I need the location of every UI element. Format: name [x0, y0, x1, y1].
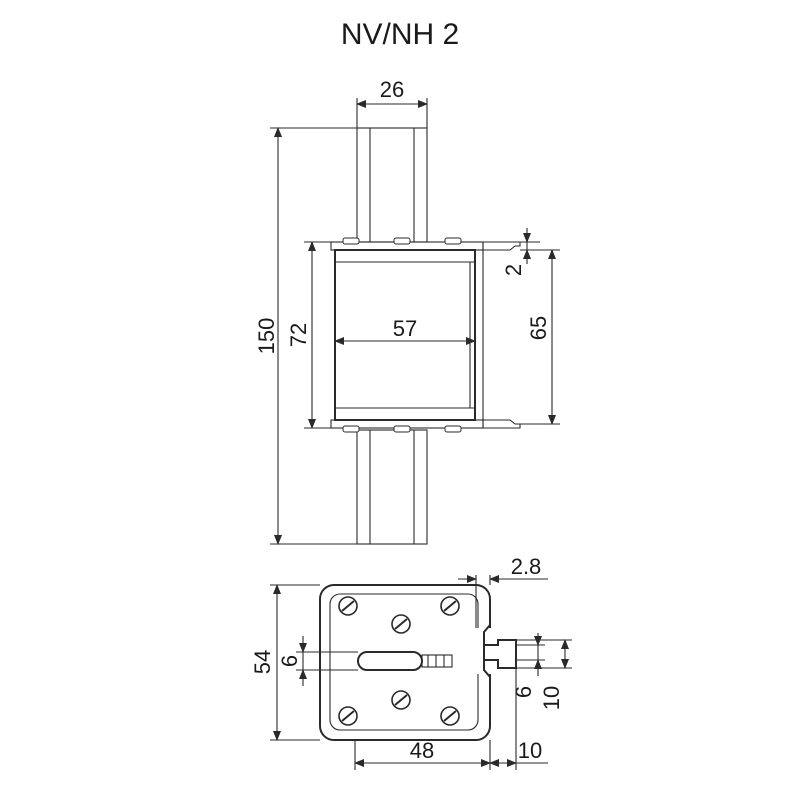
top-blade [356, 127, 428, 243]
screw-icon [440, 706, 460, 726]
dim-terminal-thickness: 2 [501, 264, 526, 276]
center-slot [357, 651, 423, 671]
side-tab [484, 639, 517, 669]
bottom-dimensions: 2.8 54 6 6 10 48 10 [250, 554, 572, 770]
dim-tab-length: 10 [518, 738, 542, 763]
screw-icon [338, 596, 358, 616]
diagram-title: NV/NH 2 [340, 18, 460, 51]
dim-base-height: 54 [250, 650, 275, 674]
dim-slot-width-left: 6 [277, 655, 302, 667]
screws [338, 596, 460, 726]
bottom-view [319, 584, 517, 741]
bottom-blade [356, 429, 428, 545]
top-terminal [482, 241, 521, 251]
screw-icon [391, 614, 411, 634]
screw-icon [338, 706, 358, 726]
rivets [342, 237, 462, 433]
dim-contact-height: 65 [526, 316, 551, 340]
front-view [330, 127, 521, 545]
dim-body-height: 72 [286, 323, 311, 347]
dim-slot-width-right: 6 [511, 686, 536, 698]
dim-side-offset: 2.8 [511, 554, 542, 579]
fuse-body [334, 249, 476, 421]
front-dimensions: 26 150 72 57 65 2 [254, 77, 560, 545]
dim-body-width: 57 [393, 316, 417, 341]
screw-icon [440, 596, 460, 616]
bottom-terminal [482, 419, 521, 429]
dim-base-width: 48 [410, 738, 434, 763]
dim-blade-width: 26 [380, 77, 404, 102]
slot-pin [421, 654, 453, 668]
screw-icon [391, 690, 411, 710]
dim-tab-height: 10 [539, 686, 564, 710]
dim-total-length: 150 [254, 318, 279, 355]
